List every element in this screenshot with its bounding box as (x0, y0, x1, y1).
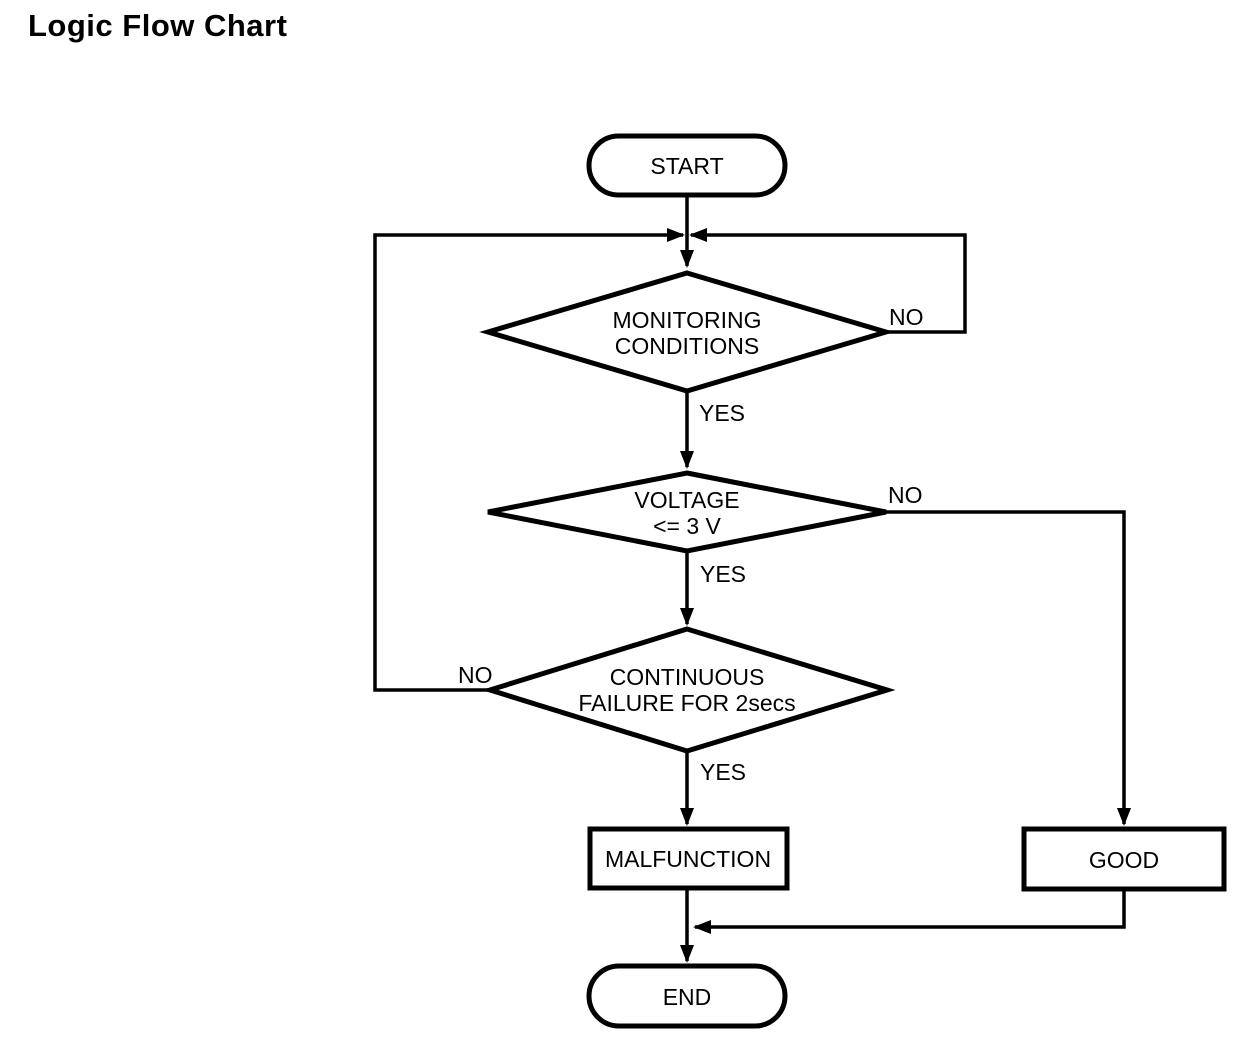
branch-label-monitoring-yes: YES (699, 400, 745, 426)
process-malfunction-label: MALFUNCTION (605, 846, 771, 872)
decision-monitoring-diamond (479, 270, 895, 394)
decision-voltage-label-line1: VOLTAGE (634, 487, 739, 513)
process-good: GOOD (1021, 826, 1227, 892)
start-terminator-shape (586, 133, 788, 198)
branch-label-voltage-yes: YES (700, 561, 746, 587)
branch-label-continuous-yes: YES (700, 759, 746, 785)
end-label: END (663, 984, 712, 1010)
process-malfunction-shape (587, 826, 790, 891)
branch-label-monitoring-no: NO (889, 304, 924, 330)
decision-voltage-label-line2: <= 3 V (653, 513, 721, 539)
start-label: START (650, 153, 723, 179)
decision-voltage-diamond (487, 470, 887, 554)
process-malfunction: MALFUNCTION (587, 826, 790, 891)
decision-voltage: VOLTAGE <= 3 V (487, 470, 887, 554)
end-terminator-shape (586, 963, 788, 1029)
decision-continuous-failure: CONTINUOUS FAILURE FOR 2secs (481, 626, 896, 754)
connector-good-merge (693, 889, 1126, 934)
connector-continuous-no-loop (373, 228, 685, 692)
start-node: START (586, 133, 788, 198)
process-good-shape (1021, 826, 1227, 892)
decision-continuous-diamond (481, 626, 896, 754)
end-node: END (586, 963, 788, 1029)
branch-label-continuous-no: NO (458, 662, 493, 688)
decision-monitoring-conditions: MONITORING CONDITIONS (479, 270, 895, 394)
decision-continuous-label-line1: CONTINUOUS (610, 664, 765, 690)
process-good-label: GOOD (1089, 847, 1159, 873)
decision-monitoring-label-line1: MONITORING (612, 307, 761, 333)
decision-monitoring-label-line2: CONDITIONS (615, 333, 759, 359)
connector-voltage-no (886, 510, 1131, 826)
connector-monitoring-no-loop (689, 228, 967, 334)
branch-label-voltage-no: NO (888, 482, 923, 508)
page-title: Logic Flow Chart (28, 8, 288, 43)
decision-continuous-label-line2: FAILURE FOR 2secs (578, 690, 795, 716)
